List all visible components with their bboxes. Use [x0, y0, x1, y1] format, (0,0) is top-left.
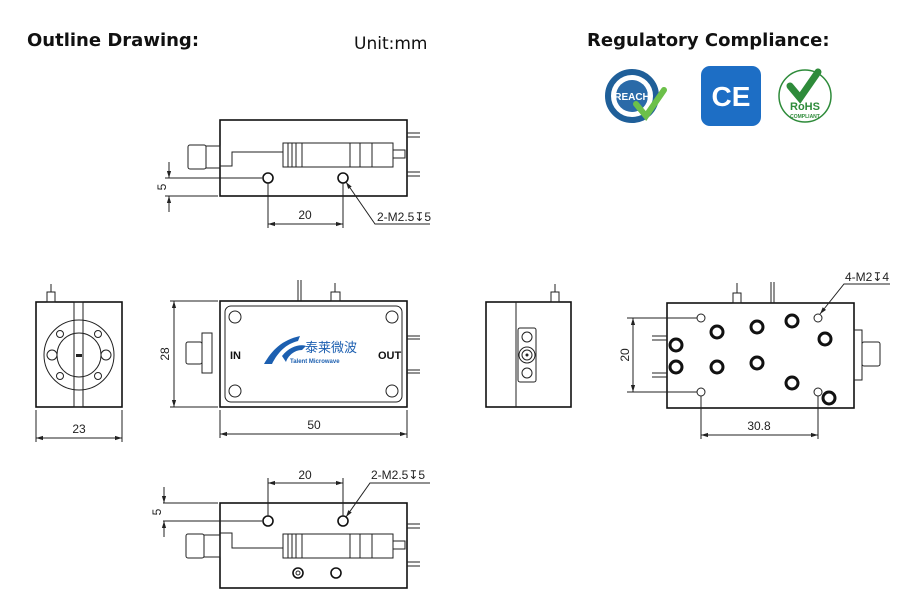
- top-view-hole-note: 2-M2.5↧5: [377, 210, 431, 224]
- bottom-view-dim-spacing: 30.8: [747, 419, 771, 433]
- front-view: IN OUT 泰莱微波 Talent Microwave 28 50: [158, 280, 420, 438]
- bottom-view-dim-height: 20: [618, 348, 632, 362]
- port-in-label: IN: [230, 350, 241, 362]
- ce-badge-icon: CE: [701, 66, 761, 126]
- outline-drawing-heading: Outline Drawing:: [27, 30, 200, 51]
- rohs-label: RoHS: [790, 101, 820, 113]
- lower-view-dim-offset: 5: [150, 508, 164, 515]
- top-view-dim-offset: 5: [155, 183, 169, 190]
- top-view-dim-spacing: 20: [298, 208, 312, 222]
- end-view-dim-width: 23: [72, 422, 86, 436]
- bottom-view: 20 30.8 4-M2↧4: [618, 270, 890, 439]
- lower-view-hole-note: 2-M2.5↧5: [371, 468, 425, 482]
- front-view-dim-length: 50: [307, 418, 321, 432]
- front-view-dim-height: 28: [158, 347, 172, 361]
- logo-en-text: Talent Microwave: [290, 359, 340, 365]
- unit-label: Unit:mm: [354, 34, 428, 54]
- top-view: 5 20 2-M2.5↧5: [155, 119, 431, 228]
- reach-badge-icon: REACH: [605, 69, 667, 123]
- port-out-label: OUT: [378, 350, 402, 362]
- reach-label: REACH: [614, 92, 650, 103]
- lower-view: 5 20 2-M2.5↧5: [150, 468, 430, 589]
- rohs-badge-icon: RoHS COMPLIANT: [778, 68, 832, 123]
- end-view-left: 23: [35, 284, 123, 442]
- rohs-sub-label: COMPLIANT: [790, 114, 820, 120]
- bottom-view-hole-note: 4-M2↧4: [845, 270, 889, 284]
- regulatory-compliance-heading: Regulatory Compliance:: [587, 30, 830, 51]
- ce-label: CE: [712, 81, 751, 112]
- talent-microwave-logo: 泰莱微波 Talent Microwave: [264, 336, 357, 365]
- lower-view-dim-spacing: 20: [298, 468, 312, 482]
- end-view-right: [485, 284, 572, 408]
- logo-cn-text: 泰莱微波: [305, 341, 357, 356]
